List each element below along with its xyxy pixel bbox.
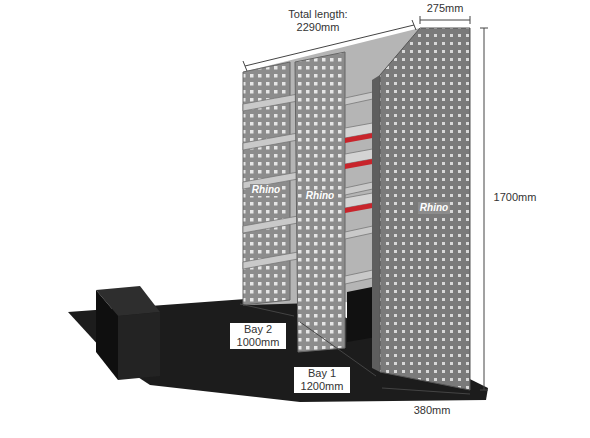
end-panel: [380, 28, 470, 390]
brand-logo: Rhino: [418, 202, 450, 214]
wheel-arch: [96, 286, 160, 380]
end-panel-edge: [372, 75, 380, 372]
dimension-label: 1700mm: [492, 191, 539, 204]
shelves: [243, 94, 298, 269]
dimension-label: 275mm: [425, 2, 466, 15]
dimension-label: Bay 2 1000mm: [230, 323, 286, 349]
dimension-label: Bay 1 1200mm: [294, 367, 350, 393]
dimension-label: Total length: 2290mm: [271, 8, 365, 34]
brand-logo: Rhino: [250, 184, 282, 196]
upright: [295, 52, 345, 352]
dimension-label: 380mm: [412, 404, 453, 417]
brand-logo: Rhino: [304, 190, 336, 202]
